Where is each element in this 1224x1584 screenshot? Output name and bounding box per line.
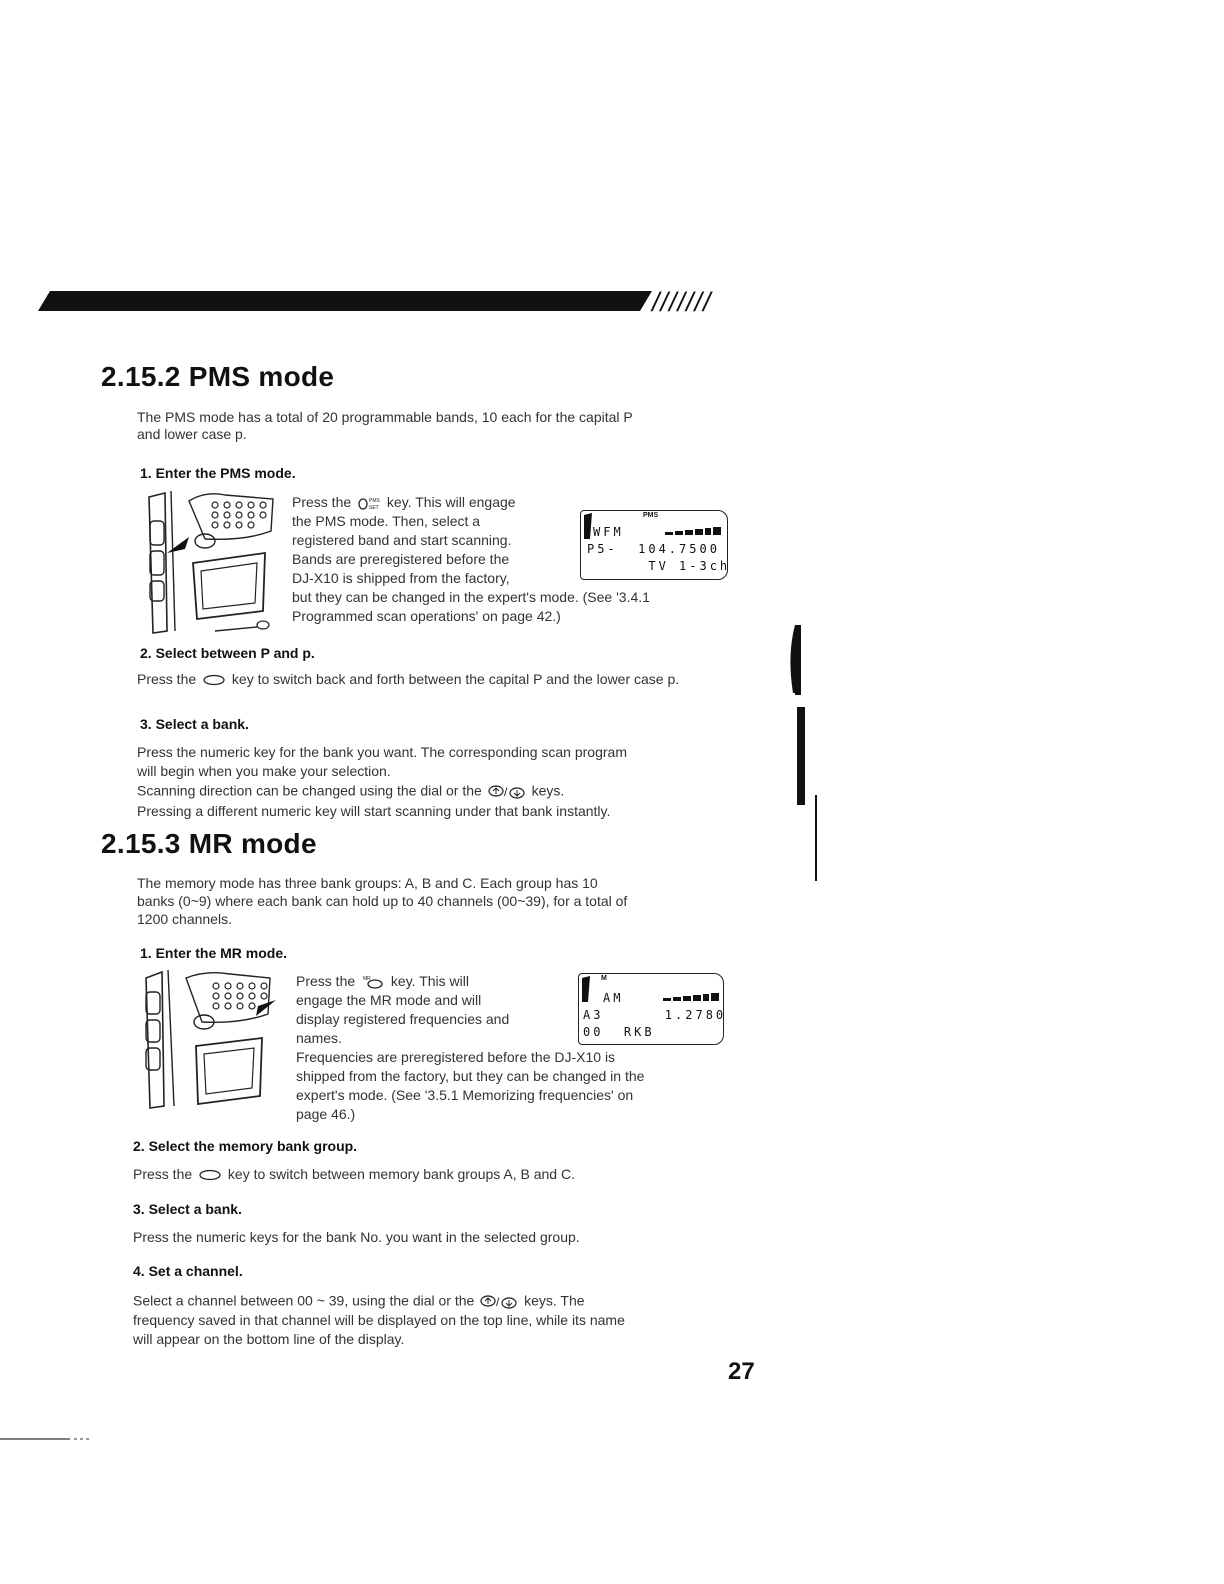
signal-meter-icon-mr xyxy=(663,993,719,1001)
thumb-index-marks xyxy=(790,625,817,881)
svg-text:/: / xyxy=(504,785,508,799)
scan-artifact-line xyxy=(0,1438,90,1440)
pms-step1-line6: but they can be changed in the expert's … xyxy=(292,589,650,605)
up-down-direction-keys-icon-mr: / xyxy=(480,1295,517,1309)
lcd-row-2-mr: A3 1.2780 xyxy=(583,1008,727,1022)
mr-intro-line1: The memory mode has three bank groups: A… xyxy=(137,875,598,891)
pms-step2-action-text: key to switch back and forth between the… xyxy=(231,671,680,687)
mr-step1-line6: shipped from the factory, but they can b… xyxy=(296,1068,645,1084)
pms-step1-line4: Bands are preregistered before the xyxy=(292,551,510,567)
lcd-display-pms: PMS WFM P5- 104.7500 TV 1-3ch xyxy=(580,510,728,580)
lcd-display-mr: M AM A3 1.2780 00 RKB xyxy=(578,973,724,1045)
svg-text:MR: MR xyxy=(363,976,371,982)
mr-step1-key-text: key. This will xyxy=(390,973,469,989)
mr-step4-line2: frequency saved in that channel will be … xyxy=(133,1312,625,1328)
lcd-row-3: TV 1-3ch xyxy=(587,559,731,573)
mr-step2-action-text: key to switch between memory bank groups… xyxy=(227,1166,575,1182)
pms-step1-line5: DJ-X10 is shipped from the factory, xyxy=(292,570,510,586)
pms-step3-keys-text: keys. xyxy=(531,782,565,799)
mr-step2-text: Press the key to switch between memory b… xyxy=(133,1166,575,1183)
mr-step4-select-text: Select a channel between 00 ~ 39, using … xyxy=(133,1292,475,1309)
section-title-pms: 2.15.2 PMS mode xyxy=(101,361,335,392)
mr-step1-line5: Frequencies are preregistered before the… xyxy=(296,1049,616,1065)
pms-step3-heading: 3. Select a bank. xyxy=(140,716,249,732)
mr-step1-line1: Press the MR key. This will xyxy=(296,973,469,990)
zero-set-key-icon: PMS SET xyxy=(358,498,381,510)
mr-intro-line2: banks (0~9) where each bank can hold up … xyxy=(137,893,628,909)
mr-step1-line8: page 46.) xyxy=(296,1106,356,1122)
pms-step1-key-text: key. This will engage xyxy=(386,494,516,510)
lcd-mode-tag-mr: M xyxy=(601,975,607,982)
pms-step1-heading: 1. Enter the PMS mode. xyxy=(140,465,296,481)
pms-step1-line2: the PMS mode. Then, select a xyxy=(292,513,481,529)
mr-step1-line4: names. xyxy=(296,1030,342,1046)
section-title-mr: 2.15.3 MR mode xyxy=(101,828,317,859)
svg-text:PMS: PMS xyxy=(369,498,381,504)
pms-intro-line1: The PMS mode has a total of 20 programma… xyxy=(137,409,633,425)
radio-device-illustration-mr xyxy=(145,970,276,1109)
mr-step4-line3: will appear on the bottom line of the di… xyxy=(133,1331,405,1347)
lcd-antenna-icon xyxy=(584,513,592,539)
lcd-row-1-mr: AM xyxy=(603,991,624,1005)
pms-step3-line2: will begin when you make your selection. xyxy=(137,763,391,779)
mr-step1-line3: display registered frequencies and xyxy=(296,1011,510,1027)
pms-step3-line4: Pressing a different numeric key will st… xyxy=(137,803,611,819)
mr-step4-line1: Select a channel between 00 ~ 39, using … xyxy=(133,1292,585,1312)
mr-step2-press-text: Press the xyxy=(133,1166,193,1182)
pms-step1-line3: registered band and start scanning. xyxy=(292,532,512,548)
mr-step4-keys-text: keys. The xyxy=(524,1292,585,1309)
pms-step3-dir-text: Scanning direction can be changed using … xyxy=(137,782,482,799)
pms-step2-heading: 2. Select between P and p. xyxy=(140,645,315,661)
pms-step3-line3: Scanning direction can be changed using … xyxy=(137,782,564,802)
pms-step3-line1: Press the numeric key for the bank you w… xyxy=(137,744,627,760)
lcd-row-2: P5- 104.7500 xyxy=(587,542,720,556)
page-number: 27 xyxy=(728,1358,755,1385)
svg-text:SET: SET xyxy=(369,505,379,510)
oval-key-icon xyxy=(203,675,225,686)
mr-step2-heading: 2. Select the memory bank group. xyxy=(133,1138,358,1154)
oval-key-icon-mr xyxy=(199,1170,221,1181)
pms-step2-press-text: Press the xyxy=(137,671,197,687)
radio-device-illustration xyxy=(148,491,274,634)
pms-step1-press-text: Press the xyxy=(292,494,352,510)
lcd-row-3-mr: 00 RKB xyxy=(583,1025,655,1039)
mr-step3-text: Press the numeric keys for the bank No. … xyxy=(133,1229,580,1245)
vfo-key-icon: MR xyxy=(363,976,383,989)
svg-text:/: / xyxy=(496,1295,500,1309)
mr-step1-heading: 1. Enter the MR mode. xyxy=(140,945,288,961)
lcd-antenna-icon-mr xyxy=(582,976,590,1002)
mr-intro-line3: 1200 channels. xyxy=(137,911,232,927)
mr-step1-press-text: Press the xyxy=(296,973,356,989)
pms-step1-line1: Press the PMS SET key. This will engage xyxy=(292,494,516,511)
signal-meter-icon xyxy=(665,527,721,535)
pms-intro-line2: and lower case p. xyxy=(137,426,247,442)
up-down-direction-keys-icon: / xyxy=(488,785,525,799)
header-hatch-marks: /////// xyxy=(652,287,712,317)
mr-step4-heading: 4. Set a channel. xyxy=(133,1263,243,1279)
mr-step1-line7: expert's mode. (See '3.5.1 Memorizing fr… xyxy=(296,1087,634,1103)
pms-step2-text: Press the key to switch back and forth b… xyxy=(137,671,679,688)
header-rule-bar xyxy=(38,291,652,311)
pms-step1-line7: Programmed scan operations' on page 42.) xyxy=(292,608,561,624)
lcd-row-1: WFM xyxy=(593,525,624,539)
mr-step3-heading: 3. Select a bank. xyxy=(133,1201,242,1217)
mr-step1-line2: engage the MR mode and will xyxy=(296,992,482,1008)
lcd-mode-tag: PMS xyxy=(643,512,659,519)
